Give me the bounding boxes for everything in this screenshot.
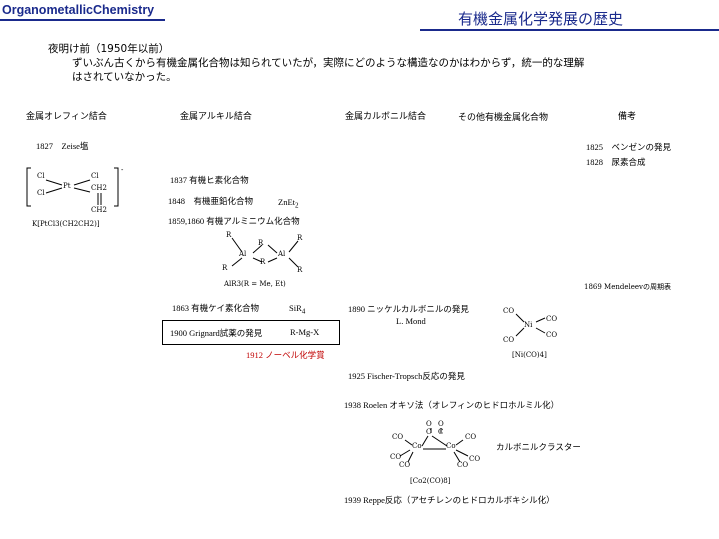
brand-underline: [0, 19, 165, 21]
label-carbonyl-cluster: カルボニルクラスター: [496, 443, 581, 453]
atom-co-4: CO: [503, 336, 515, 344]
brand-label: OrganometallicChemistry: [2, 3, 155, 17]
note-1825-benzene: 1825 ベンゼンの発見: [586, 142, 672, 152]
grignard-highlight-box: [162, 320, 340, 345]
atom-co-8: CO: [399, 461, 411, 469]
atom-al-2: Al: [278, 250, 286, 258]
entry-1938-roelen: 1938 Roelen オキソ法（オレフィンのヒドロホルミル化）: [344, 400, 560, 410]
column-header-notes: 備考: [618, 112, 637, 122]
intro-text-line1: ずいぶん古くから有機金属化合物は知られていたが，実際にどのような構造なのかはわか…: [72, 57, 585, 69]
atom-o-1: O: [426, 420, 432, 428]
atom-co-5: CO: [392, 433, 404, 441]
entry-1863-silicon: 1863 有機ケイ素化合物: [172, 303, 259, 313]
atom-ni: Ni: [524, 321, 533, 329]
intro-text-line2: はされていなかった。: [72, 71, 177, 83]
formula-co2co8: [Co2(CO)8]: [410, 477, 451, 485]
entry-1859-aluminum: 1859,1860 有機アルミニウム化合物: [168, 216, 300, 226]
entry-zeise-salt: 1827 Zeise塩: [36, 141, 89, 151]
atom-ch2-1: CH2: [91, 184, 107, 192]
atom-cobalt-2: Co: [446, 442, 456, 450]
atom-r-1: R: [226, 231, 232, 239]
entry-1837-arsenic: 1837 有機ヒ素化合物: [170, 175, 249, 185]
atom-r-5: R: [222, 264, 228, 272]
atom-co-3: CO: [546, 331, 558, 339]
formula-alr3: AlR3(R = Me, Et): [224, 280, 286, 288]
entry-1848-zinc: 1848 有機亜鉛化合物: [168, 196, 254, 206]
atom-cl-1: Cl: [37, 172, 45, 180]
formula-rmgx: R-Mg-X: [290, 327, 320, 337]
atom-co-2: CO: [546, 315, 558, 323]
atom-co-1: CO: [503, 307, 515, 315]
column-header-olefin: 金属オレフィン結合: [26, 112, 107, 122]
title-underline: [420, 29, 719, 31]
atom-cobalt-1: Co: [412, 442, 422, 450]
atom-co-10: CO: [457, 461, 469, 469]
atom-r-6: R: [297, 266, 303, 274]
entry-1939-reppe: 1939 Reppe反応（アセチレンのヒドロカルボキシル化）: [344, 495, 555, 505]
atom-al-1: Al: [239, 250, 247, 258]
atom-co-9: CO: [469, 455, 481, 463]
formula-sir4: SiR4: [289, 303, 306, 316]
atom-r-3: R: [297, 234, 303, 242]
atom-r-2: R: [258, 239, 264, 247]
entry-1890-nickel-carbonyl: 1890 ニッケルカルボニルの発見: [348, 304, 469, 314]
atom-cl-2: Cl: [37, 189, 45, 197]
atom-co-7: CO: [390, 453, 402, 461]
column-header-other: その他有機金属化合物: [458, 113, 549, 123]
intro-heading: 夜明け前（1950年以前）: [48, 43, 170, 55]
atom-r-4: R: [260, 258, 266, 266]
atom-pt: Pt: [63, 182, 71, 190]
formula-nico4: [Ni(CO)4]: [512, 351, 547, 359]
column-header-alkyl: 金属アルキル結合: [180, 112, 252, 122]
note-1828-urea: 1828 尿素合成: [586, 157, 646, 167]
formula-znet2: ZnEt2: [278, 197, 299, 210]
charge-minus: -: [121, 166, 124, 174]
zeise-formula: K[PtCl3(CH2CH2)]: [32, 220, 100, 228]
page-title: 有機金属化学発展の歴史: [458, 10, 624, 28]
atom-co-6: CO: [465, 433, 477, 441]
entry-mond: L. Mond: [396, 316, 426, 326]
atom-c-2: C: [438, 428, 444, 436]
atom-c-1: C: [426, 428, 432, 436]
column-header-carbonyl: 金属カルボニル結合: [345, 112, 427, 122]
note-1869-mendeleev: 1869 Mendeleevの周期表: [584, 283, 671, 291]
entry-1925-fischer-tropsch: 1925 Fischer-Tropsch反応の発見: [348, 371, 465, 381]
entry-1900-grignard: 1900 Grignard試薬の発見: [170, 328, 263, 338]
entry-1912-nobel: 1912 ノーベル化学賞: [246, 350, 325, 360]
atom-ch2-2: CH2: [91, 206, 107, 214]
atom-cl-3: Cl: [91, 172, 99, 180]
atom-o-2: O: [438, 420, 444, 428]
